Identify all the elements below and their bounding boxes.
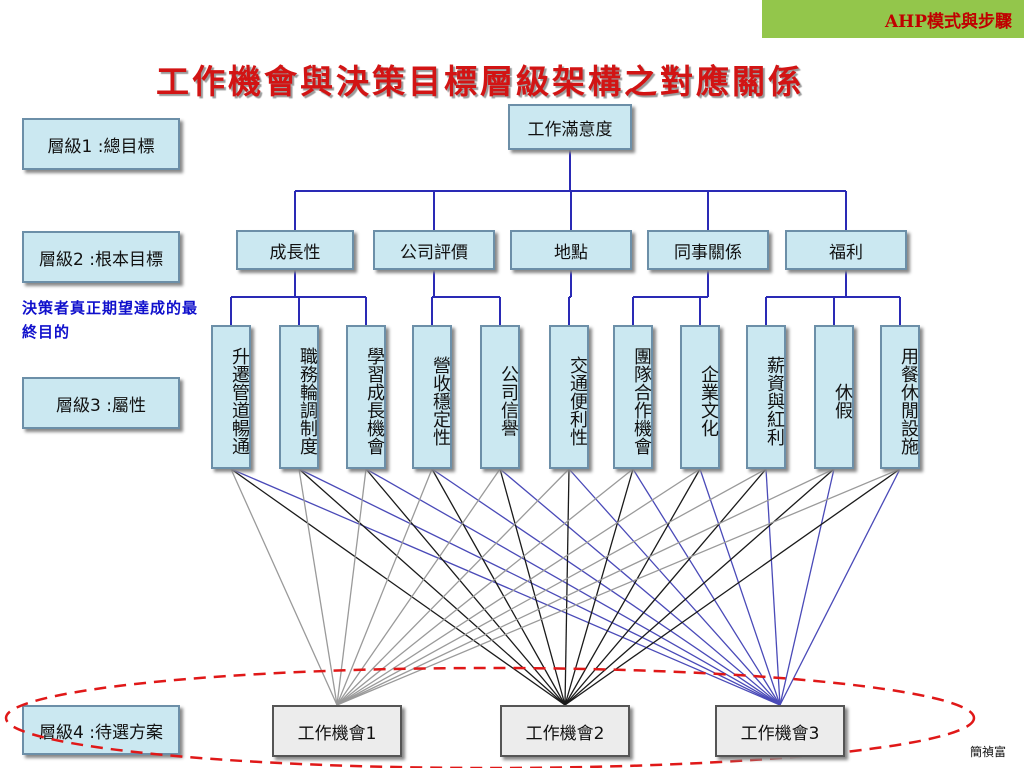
attribute-alternative-link [336, 468, 433, 706]
attribute-credibility: 公司信譽 [480, 325, 520, 469]
attribute-dining: 用餐休閒設施 [880, 325, 920, 469]
attribute-alternative-link [431, 468, 781, 706]
attribute-alternative-link [568, 468, 781, 706]
attribute-alternative-link [632, 468, 781, 706]
author-name: 簡禎富 [969, 745, 1006, 759]
attribute-learning: 學習成長機會 [346, 325, 386, 469]
section-tag: AHP模式與步驟 [762, 0, 1024, 38]
attribute-alternative-link [365, 468, 781, 706]
attribute-alternative-link [336, 468, 570, 706]
attribute-alternative-link [298, 468, 566, 706]
attribute-alternative-link [365, 468, 566, 706]
page-title: 工作機會與決策目標層級架構之對應關係 [156, 62, 804, 101]
attribute-alternative-link [336, 468, 367, 706]
attribute-alternative-link [336, 468, 901, 706]
attribute-alternative-link [499, 468, 781, 706]
alternative-job-1: 工作機會1 [272, 705, 402, 757]
attribute-alternative-link [230, 468, 338, 706]
attribute-culture: 企業文化 [680, 325, 720, 469]
attribute-alternative-link [336, 468, 701, 706]
attribute-rotation: 職務輪調制度 [279, 325, 319, 469]
attribute-alternative-link [336, 468, 835, 706]
level-1-label: 層級1 :總目標 [22, 118, 180, 170]
objective-benefits: 福利 [785, 230, 907, 270]
attribute-alternative-link [564, 468, 901, 706]
objective-growth: 成長性 [236, 230, 354, 270]
attribute-alternative-link [230, 468, 566, 706]
attribute-alternative-link [336, 468, 501, 706]
attribute-salary: 薪資與紅利 [746, 325, 786, 469]
attribute-alternative-link [779, 468, 901, 706]
level-3-label: 層級3 :屬性 [22, 377, 180, 429]
attribute-alternative-link [336, 468, 767, 706]
attribute-alternative-link [699, 468, 781, 706]
attribute-revenue-stability: 營收穩定性 [412, 325, 452, 469]
attribute-alternative-link [298, 468, 781, 706]
attribute-alternative-link [564, 468, 634, 706]
attribute-leave: 休假 [814, 325, 854, 469]
objective-company-reputation: 公司評價 [373, 230, 495, 270]
alternative-job-2: 工作機會2 [500, 705, 630, 757]
attribute-alternative-link [564, 468, 835, 706]
attribute-alternative-link [336, 468, 634, 706]
attribute-alternative-link [564, 468, 767, 706]
attribute-alternative-link [298, 468, 338, 706]
attribute-alternative-link [765, 468, 781, 706]
attribute-alternative-link [431, 468, 566, 706]
attribute-alternative-link [564, 468, 701, 706]
attribute-alternative-link [779, 468, 835, 706]
goal-node: 工作滿意度 [508, 104, 632, 150]
alternatives-highlight-ellipse [4, 666, 976, 768]
attribute-alternative-link [564, 468, 570, 706]
objective-location: 地點 [510, 230, 632, 270]
attribute-transport: 交通便利性 [549, 325, 589, 469]
attribute-alternative-link [230, 468, 781, 706]
objective-colleagues: 同事關係 [647, 230, 769, 270]
attribute-promotion: 升遷管道暢通 [211, 325, 251, 469]
level-2-note: 決策者真正期望達成的最終目的 [22, 299, 199, 341]
alternative-job-3: 工作機會3 [715, 705, 845, 757]
level-2-label: 層級2 :根本目標 [22, 231, 180, 283]
attribute-teamwork: 團隊合作機會 [613, 325, 653, 469]
attribute-alternative-link [499, 468, 566, 706]
